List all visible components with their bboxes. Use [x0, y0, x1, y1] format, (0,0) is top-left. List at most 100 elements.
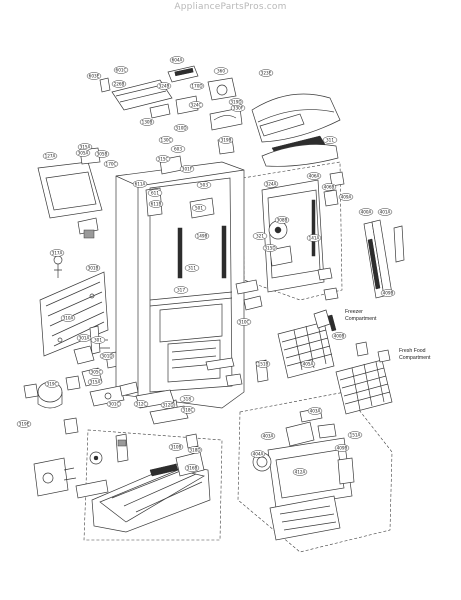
callout-501: 501 [191, 204, 207, 212]
callout-330F: 330F [230, 104, 246, 112]
svg-text:151B: 151B [258, 362, 269, 367]
callout-603: 603 [170, 145, 186, 153]
svg-text:151A: 151A [350, 433, 361, 438]
compartment-labels: Freezer Compartment Fresh Food Compartme… [345, 309, 431, 361]
callout-400A: 400A [358, 208, 374, 216]
callout-312D: 312D [160, 401, 176, 409]
valve-body [73, 345, 95, 365]
callout-319B: 319B [218, 136, 234, 144]
light-channel-right [221, 225, 227, 279]
svg-text:403A: 403A [310, 409, 321, 414]
callout-315D: 315D [262, 244, 278, 252]
freezer-evaporator [277, 309, 337, 379]
callout-406A: 406A [306, 172, 322, 180]
water-valve [42, 472, 54, 484]
callout-315A-b: 315A [87, 378, 103, 386]
fresh-label-line2: Compartment [399, 355, 431, 361]
svg-text:316B: 316B [187, 466, 198, 471]
freezer-label-line2: Compartment [345, 316, 377, 322]
evaporator-coil-freezer [277, 321, 335, 379]
svg-text:301F: 301F [182, 167, 193, 172]
damper-motor [175, 95, 199, 115]
wire-clip [323, 189, 339, 207]
svg-text:404A: 404A [253, 452, 264, 457]
svg-text:324B: 324B [159, 84, 170, 89]
leveling-foot-right [225, 373, 243, 387]
callout-130B: 130B [139, 118, 155, 126]
callout-318C: 318C [180, 406, 196, 414]
harness-connector-2 [323, 287, 339, 301]
svg-text:315C: 315C [158, 157, 169, 162]
svg-text:315A: 315A [80, 145, 91, 150]
svg-text:401A: 401A [380, 210, 391, 215]
svg-text:412A: 412A [295, 470, 306, 475]
door-switch [337, 457, 355, 485]
dispenser-switch [317, 423, 337, 439]
callout-317A: 317A [49, 249, 65, 257]
callout-312C: 312C [133, 400, 149, 408]
overload [65, 375, 81, 391]
callout-323E: 323E [258, 69, 274, 77]
sensor-clip [329, 171, 345, 187]
svg-text:301A: 301A [79, 336, 90, 341]
water-filter-cartridge [115, 433, 129, 463]
callout-360: 360 [213, 67, 229, 75]
harness-connector [317, 267, 333, 281]
callout-324B: 324B [156, 82, 172, 90]
callout-324A: 324A [263, 180, 279, 188]
condenser-coil [149, 463, 179, 477]
callout-305B: 305B [94, 150, 110, 158]
callout-318D: 318D [187, 446, 203, 454]
sensor-bulb [53, 255, 63, 265]
callout-149B: 149B [194, 232, 210, 240]
svg-text:324A: 324A [266, 182, 277, 187]
callout-310D: 310D [173, 124, 189, 132]
svg-text:318D: 318D [189, 448, 200, 453]
svg-text:317A: 317A [52, 251, 63, 256]
svg-text:400A: 400A [361, 210, 372, 215]
svg-text:360: 360 [217, 69, 225, 74]
callout-409B: 409B [380, 289, 396, 297]
door-assembly [252, 407, 355, 541]
callout-503: 503 [196, 181, 212, 189]
lamp-socket [149, 405, 189, 425]
callout-318: 318 [179, 395, 195, 403]
relay [23, 383, 39, 399]
duct-bracket [209, 107, 243, 131]
callout-310C: 310C [236, 318, 252, 326]
callout-141A: 141A [306, 234, 322, 242]
svg-text:611A: 611A [135, 182, 146, 187]
svg-text:305B: 305B [97, 152, 108, 157]
callout-611B: 611B [148, 200, 164, 208]
svg-text:310A: 310A [63, 316, 74, 321]
callout-601C: 601C [113, 66, 129, 74]
evaporator-back-panel [261, 171, 345, 301]
svg-text:312D: 312D [162, 403, 173, 408]
svg-text:317: 317 [177, 288, 185, 293]
cabinet-body [115, 137, 263, 415]
left-accessories [37, 147, 103, 278]
callout-305C: 305C [88, 368, 104, 376]
svg-text:321: 321 [256, 234, 264, 239]
callout-301D: 301D [99, 352, 115, 360]
callout-151A: 151A [347, 431, 363, 439]
svg-text:312C: 312C [136, 402, 147, 407]
pan-clip [185, 433, 199, 449]
callout-310A: 310A [60, 314, 76, 322]
svg-text:319E: 319E [19, 422, 30, 427]
callout-412A: 412A [292, 468, 308, 476]
svg-text:311: 311 [326, 138, 334, 143]
side-bracket-2 [243, 295, 263, 311]
svg-text:149B: 149B [197, 234, 208, 239]
svg-text:310B: 310B [171, 445, 182, 450]
callout-319D: 319D [228, 98, 244, 106]
svg-text:405A: 405A [303, 362, 314, 367]
light-channel-left [177, 227, 183, 279]
svg-text:315D: 315D [264, 246, 275, 251]
svg-text:226B: 226B [114, 82, 125, 87]
machine-compartment-outline [83, 429, 223, 541]
svg-text:141A: 141A [309, 236, 320, 241]
callout-319C: 319C [44, 380, 60, 388]
freezer-tray [37, 161, 103, 219]
ice-bucket-front [285, 421, 315, 447]
